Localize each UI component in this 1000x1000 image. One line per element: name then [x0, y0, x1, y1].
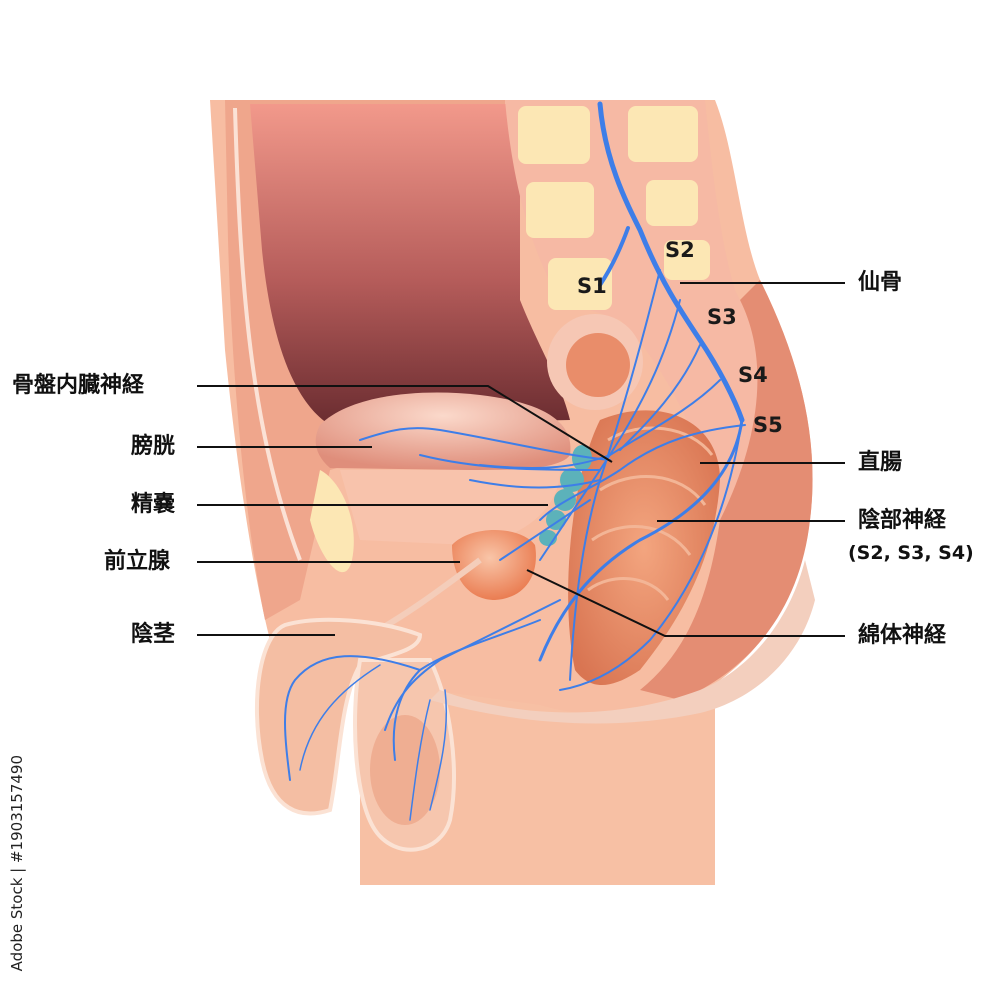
bladder-lower	[340, 470, 560, 545]
abdominal-cavity	[250, 104, 570, 425]
label-pelvic-splanchnic-nerve: 骨盤内臓神経	[12, 373, 145, 398]
pubic-symphysis	[310, 470, 354, 573]
label-cavernous-nerve: 綿体神経	[858, 623, 947, 648]
label-penis: 陰茎	[131, 622, 176, 647]
testis	[370, 715, 440, 825]
leader-lines	[197, 282, 845, 637]
segment-s5: S5	[753, 413, 783, 437]
label-seminal-vesicle: 精嚢	[131, 492, 176, 517]
pelvic-floor	[430, 560, 815, 724]
segment-s2: S2	[665, 238, 695, 262]
ilium-inner	[566, 333, 630, 397]
stock-id-text: Adobe Stock | #1903157490	[8, 755, 26, 972]
label-prostate: 前立腺	[104, 549, 171, 574]
label-pudendal-nerve: 陰部神経	[858, 508, 947, 533]
prostate-shape	[452, 530, 536, 600]
nerves	[284, 101, 746, 821]
vertebrae	[518, 106, 710, 310]
label-rectum: 直腸	[858, 450, 903, 475]
segment-s4: S4	[738, 363, 768, 387]
segment-s1: S1	[577, 274, 607, 298]
back-band	[640, 280, 813, 700]
segment-s3: S3	[707, 305, 737, 329]
rectum-folds	[587, 426, 714, 601]
label-sacrum: 仙骨	[858, 270, 903, 295]
label-pudendal-segments: (S2, S3, S4)	[848, 542, 974, 564]
label-bladder: 膀胱	[131, 434, 176, 459]
